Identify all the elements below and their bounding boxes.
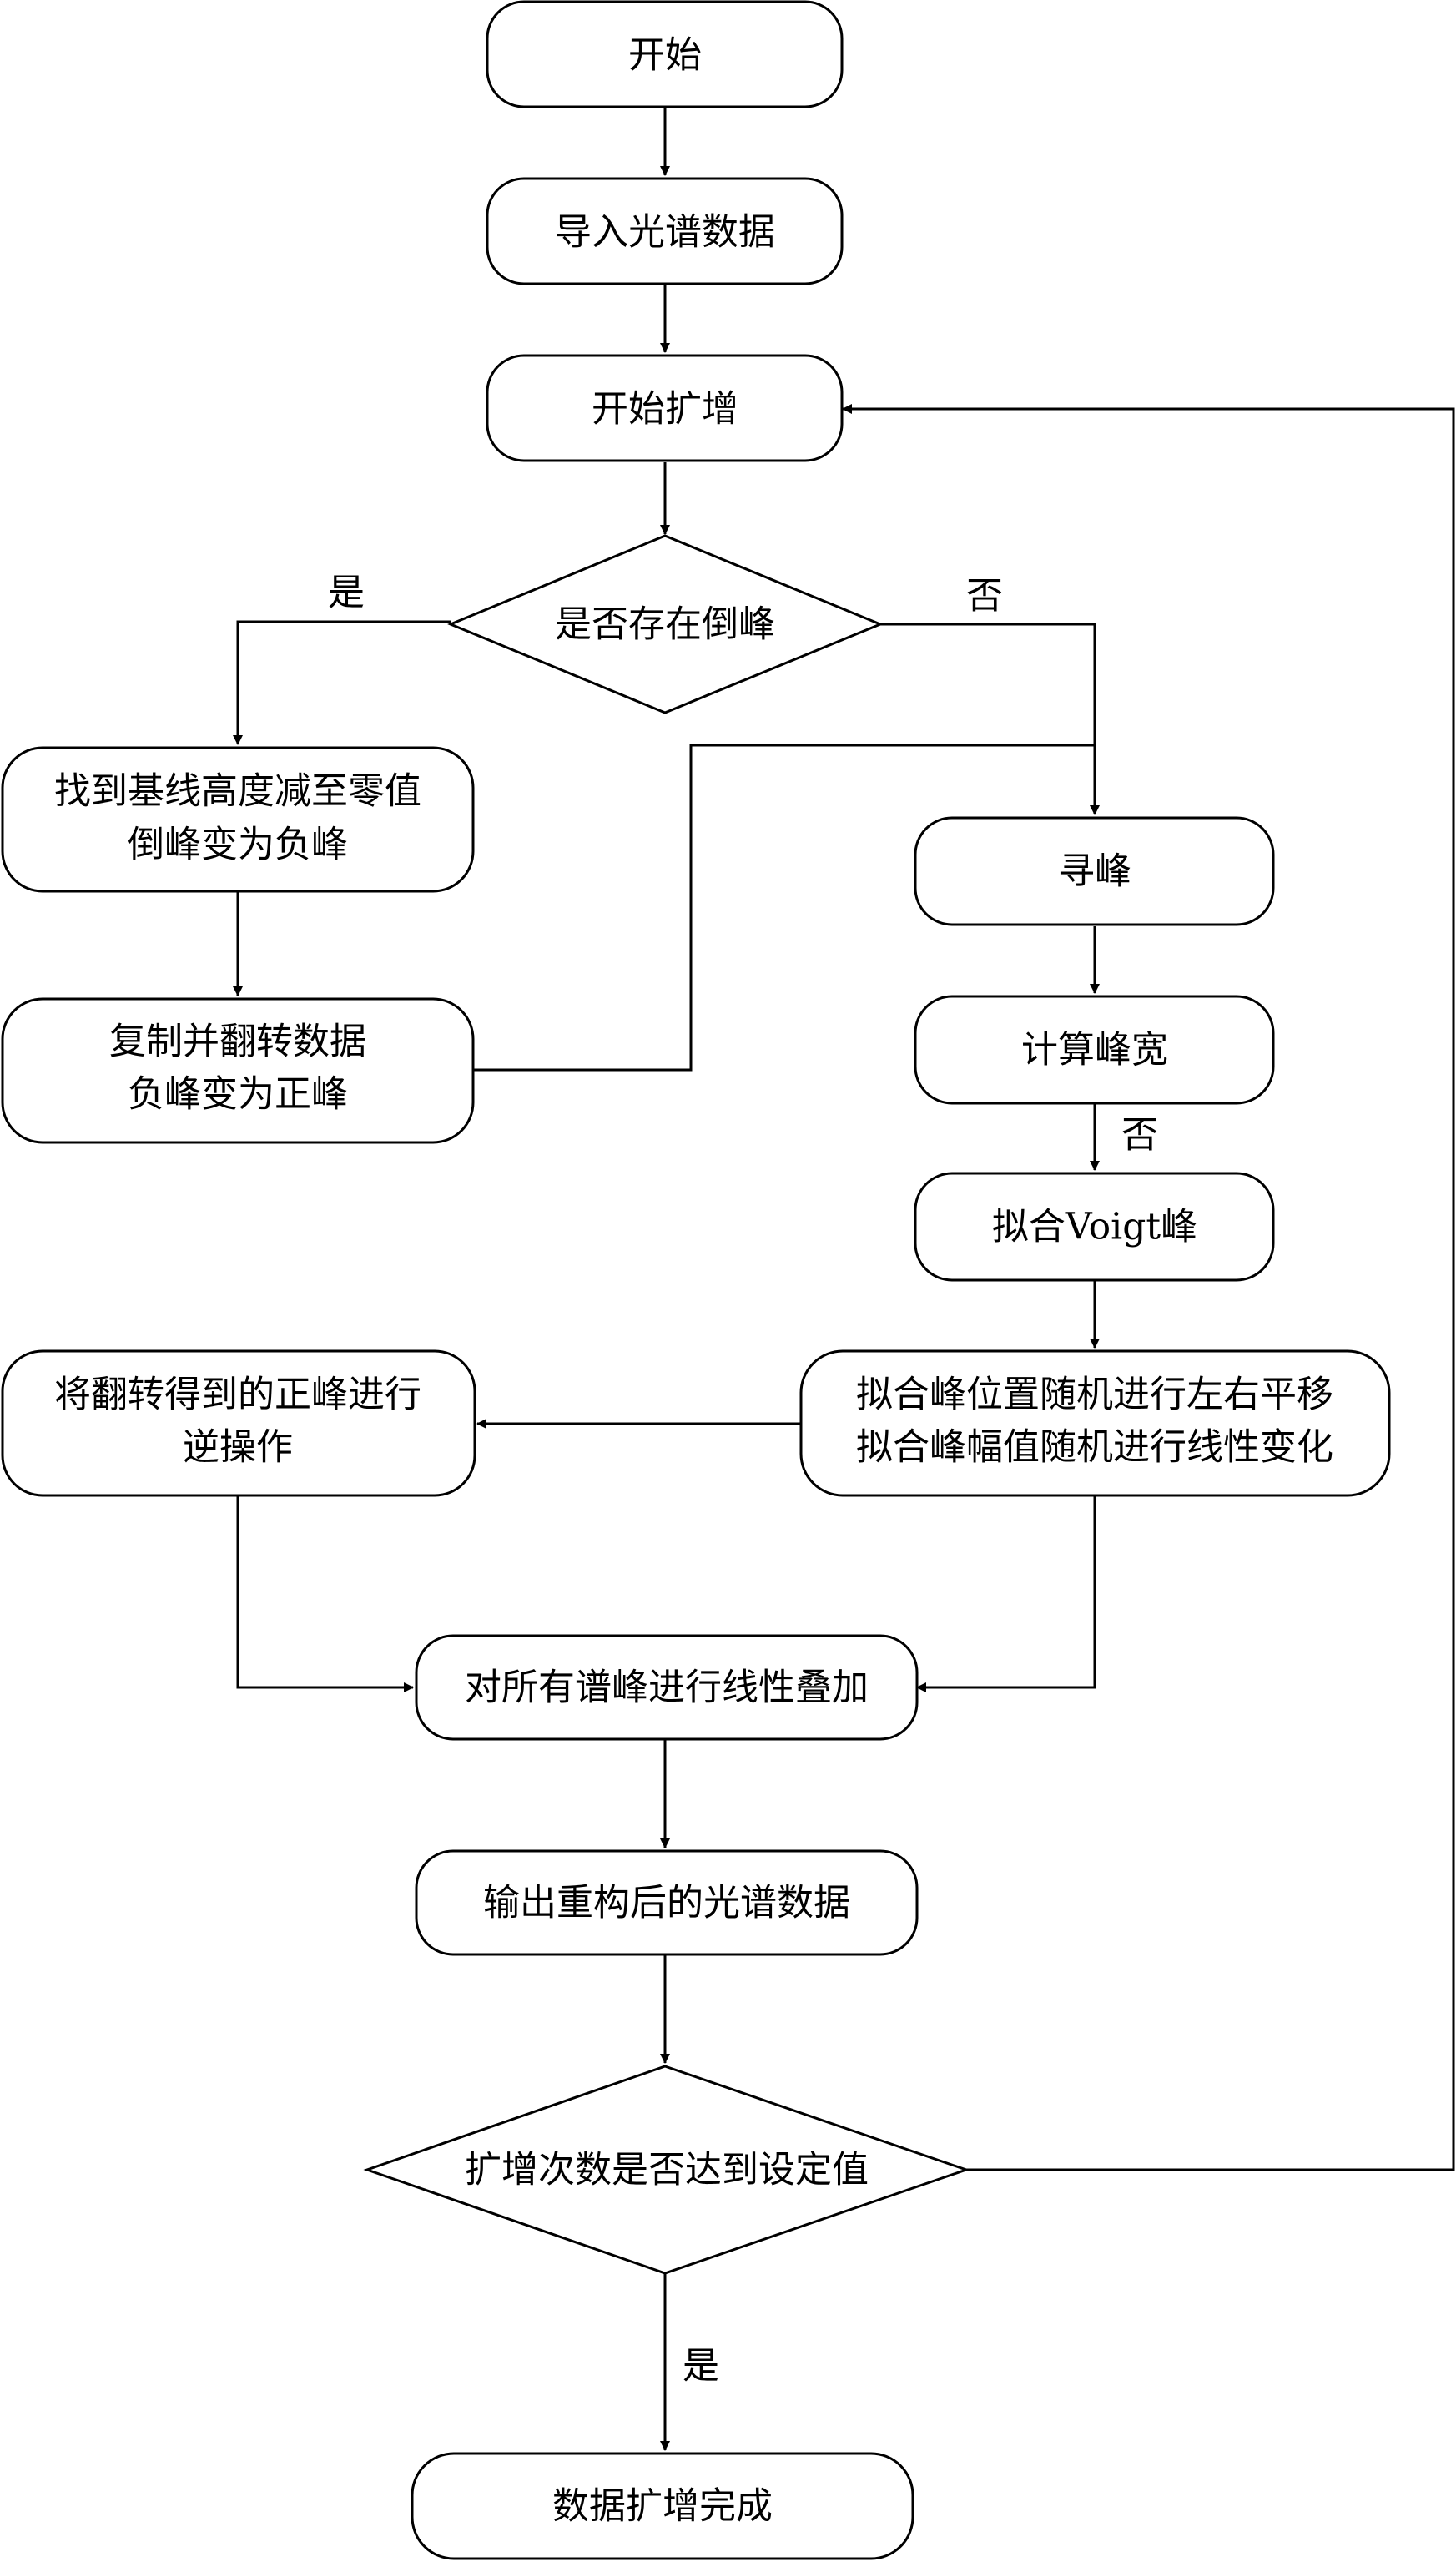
edge-random-sum [916,1495,1096,1692]
node-import-data [486,177,844,285]
node-random-shift-line-2: 拟合峰幅值随机进行线性变化 [856,1426,1333,1469]
node-baseline-to-zero [1,746,475,893]
edge-label-no-right: 否 [966,575,1003,618]
node-random-shift [799,1349,1391,1497]
node-reverse-op [1,1349,476,1497]
node-finished-label: 数据扩增完成 [552,2485,773,2528]
edge-reverse-sum [236,1495,414,1692]
node-output-spectrum-label: 输出重构后的光谱数据 [483,1882,850,1924]
node-copy-flip-line-2: 负峰变为正峰 [128,1073,348,1116]
node-start [486,0,844,108]
node-linear-sum [415,1634,919,1741]
node-calc-width [914,995,1275,1105]
node-fit-voigt [914,1172,1275,1282]
node-fit-voigt-label: 拟合Voigt峰 [992,1206,1197,1248]
node-reverse-op-line-2: 逆操作 [183,1426,293,1469]
node-start-label: 开始 [628,34,702,77]
edge-decision-no [880,623,1100,815]
node-linear-sum-label: 对所有谱峰进行线性叠加 [465,1667,869,1709]
edge-label-yes-left: 是 [328,572,365,614]
node-reverse-op-line-1: 将翻转得到的正峰进行 [54,1374,421,1416]
node-import-data-label: 导入光谱数据 [555,211,775,254]
edge-decision-yes [233,620,451,745]
node-find-peaks-label: 寻峰 [1058,850,1131,893]
edge-label-yes-bottom: 是 [683,2345,719,2388]
node-calc-width-label: 计算峰宽 [1021,1029,1168,1072]
node-copy-flip [1,997,475,1144]
edge-copy-merge [473,744,1095,1072]
node-baseline-to-zero-line-1: 找到基线高度减至零值 [54,770,421,813]
edge-label-no-width: 否 [1121,1114,1158,1157]
node-count-reached-label: 扩增次数是否达到设定值 [465,2149,869,2191]
edge-count-loop [842,404,1455,2171]
node-baseline-to-zero-line-2: 倒峰变为负峰 [128,824,348,866]
node-begin-augment [486,354,844,462]
node-count-reached [363,2065,970,2275]
node-has-inverted-peak [447,534,884,714]
node-copy-flip-line-1: 复制并翻转数据 [109,1021,366,1063]
node-finished [411,2452,914,2560]
node-begin-augment-label: 开始扩增 [592,388,738,431]
node-random-shift-line-1: 拟合峰位置随机进行左右平移 [856,1374,1333,1416]
node-output-spectrum [415,1849,919,1956]
node-has-inverted-peak-label: 是否存在倒峰 [555,603,775,646]
node-find-peaks [914,816,1275,926]
